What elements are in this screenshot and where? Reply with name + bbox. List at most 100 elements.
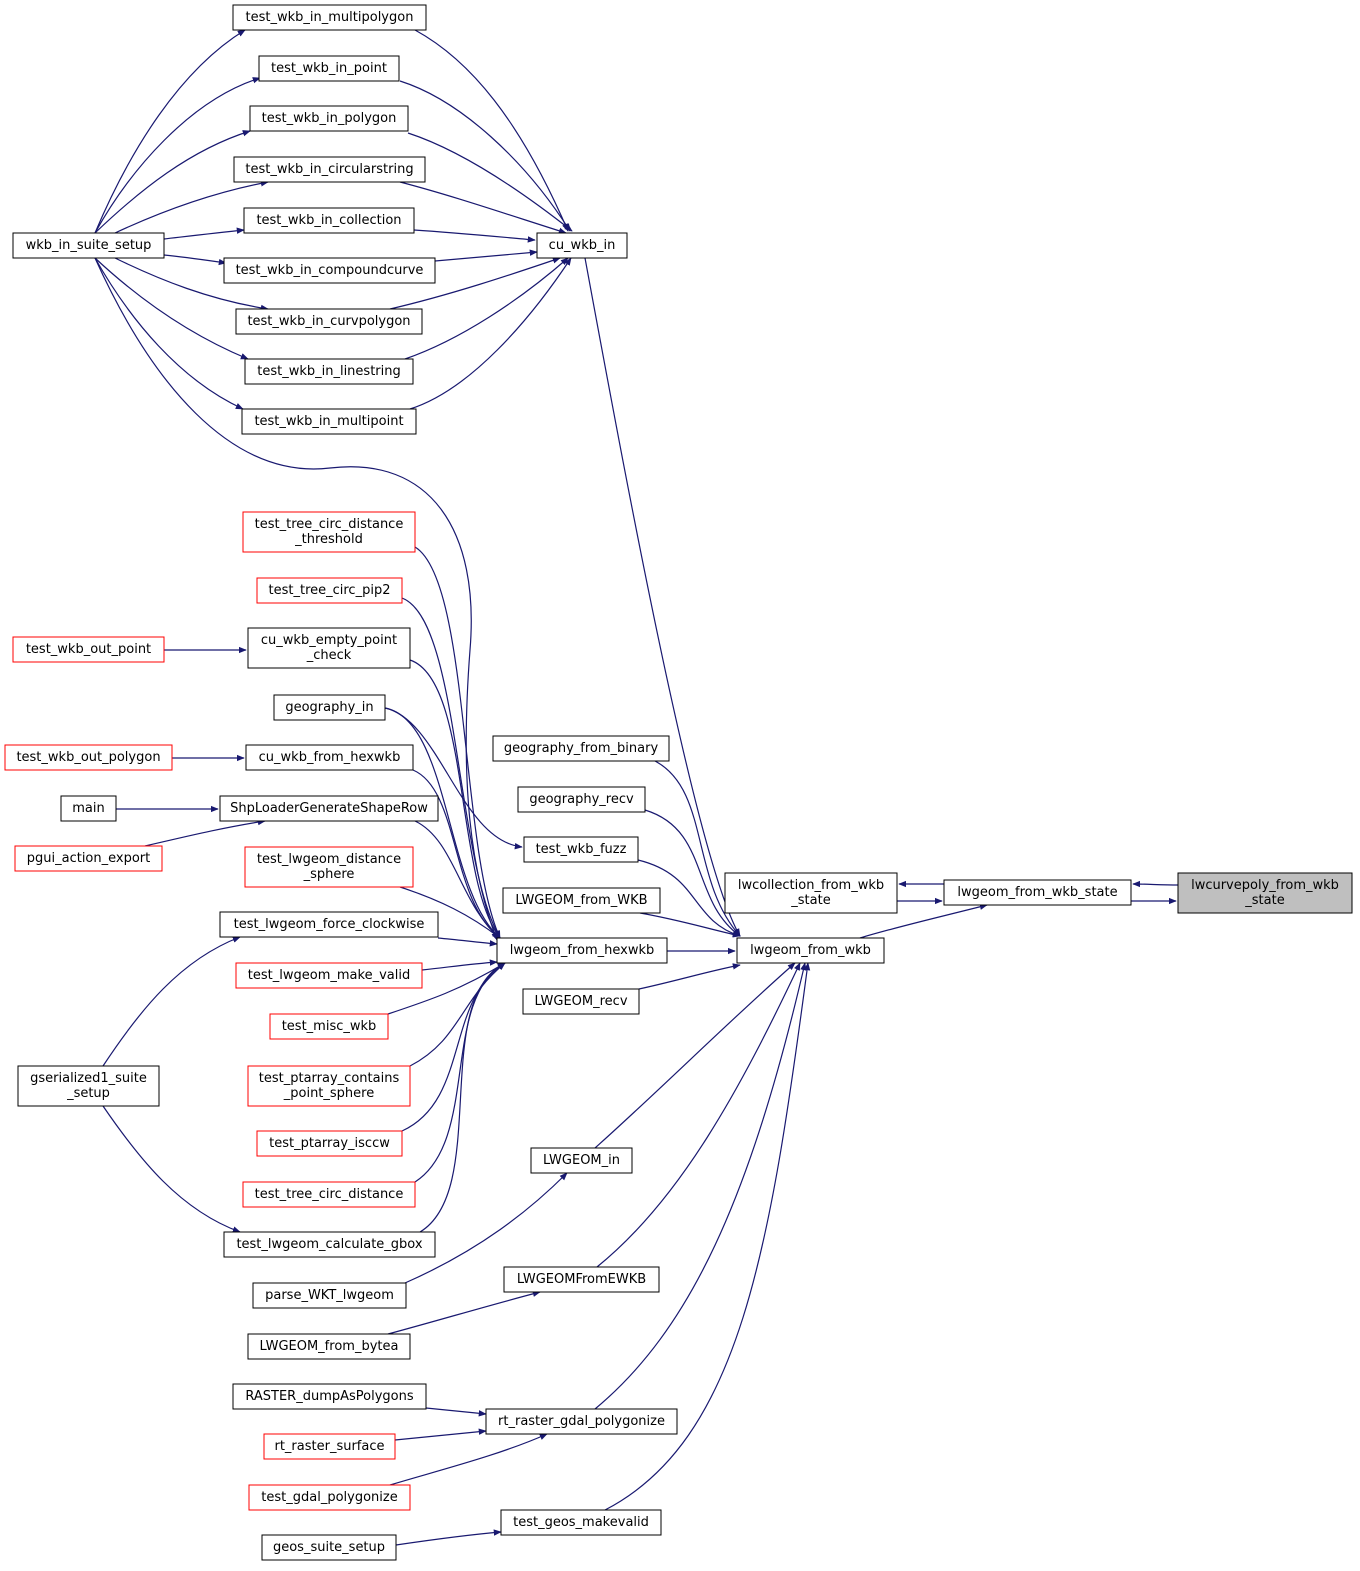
edge-n_make_valid-to-n_from_hexwkb [421,959,498,971]
node-rt-surface[interactable]: rt_raster_surface [263,1433,396,1460]
node-pip2[interactable]: test_tree_circ_pip2 [256,577,403,604]
node-geos-mv[interactable]: test_geos_makevalid [500,1509,662,1536]
node-box [943,879,1132,906]
node-t-collection[interactable]: test_wkb_in_collection [243,207,415,234]
node-box [242,511,416,553]
node-main[interactable]: main [60,795,117,822]
node-box [269,1013,389,1040]
node-calc-gbox[interactable]: test_lwgeom_calculate_gbox [223,1231,436,1258]
edge-n_pip2-to-n_from_hexwkb [401,597,501,939]
node-LW-in[interactable]: LWGEOM_in [530,1147,633,1174]
node-label: test_gdal_polygonize [261,1490,397,1505]
node-isccw[interactable]: test_ptarray_isccw [256,1130,403,1157]
node-state[interactable]: lwgeom_from_wkb_state [943,879,1132,906]
node-label: lwgeom_from_wkb_state [957,885,1117,900]
node-box [517,786,646,813]
edge-n_gser1-to-n_calc_gbox [102,1105,241,1233]
node-box [522,988,640,1015]
node-label: _setup [66,1086,110,1101]
node-box [536,232,628,259]
edge-n_suite_setup-to-n_t_circularstring [114,180,269,234]
node-label: test_wkb_in_polygon [262,111,397,126]
node-label: test_lwgeom_calculate_gbox [236,1237,422,1252]
node-label: pgui_action_export [27,851,150,866]
node-t-curvpolygon[interactable]: test_wkb_in_curvpolygon [235,308,423,335]
node-lwcurvepoly[interactable]: lwcurvepoly_from_wkb_state [1177,872,1353,914]
node-cuwkbin[interactable]: cu_wkb_in [536,232,628,259]
node-geography-in[interactable]: geography_in [273,694,386,721]
node-tree-thr[interactable]: test_tree_circ_distance_threshold [242,511,416,553]
node-label: _state [790,893,830,908]
edge-n_LW_recv-to-n_fromwkb [638,963,741,990]
node-pgui[interactable]: pgui_action_export [14,845,163,872]
node-box [223,257,436,284]
node-box [263,1433,396,1460]
node-t-linestring[interactable]: test_wkb_in_linestring [244,358,414,385]
node-dist-sphere[interactable]: test_lwgeom_distance_sphere [244,846,414,888]
node-force-cw[interactable]: test_lwgeom_force_clockwise [219,911,439,938]
node-label: test_wkb_in_linestring [257,364,401,379]
edge-n_tree_dist-to-n_from_hexwkb [414,962,506,1183]
node-rt-poly[interactable]: rt_raster_gdal_polygonize [485,1408,678,1435]
node-label: LWGEOM_from_bytea [260,1339,399,1354]
node-label: cu_wkb_in [549,238,616,253]
node-label: lwcurvepoly_from_wkb [1191,878,1339,893]
node-shploader[interactable]: ShpLoaderGenerateShapeRow [219,795,439,822]
node-make-valid[interactable]: test_lwgeom_make_valid [235,962,423,989]
node-raster-dump[interactable]: RASTER_dumpAsPolygons [232,1383,427,1410]
node-geog-binary[interactable]: geography_from_binary [492,735,670,762]
node-label: lwcollection_from_wkb [738,878,884,893]
node-box [242,1181,416,1208]
node-label: test_wkb_out_point [26,642,151,657]
edge-n_geography_in-to-n_from_hexwkb [384,707,501,939]
edge-n_suite_setup-to-n_t_multipoint [94,257,244,410]
edge-n_rt_poly-to-n_fromwkb [594,962,807,1410]
node-label: LWGEOM_in [543,1153,620,1168]
node-LW-from-wkb[interactable]: LWGEOM_from_WKB [502,887,661,914]
edge-n_t_circularstring-to-n_cuwkbin [399,181,567,234]
node-label: cu_wkb_from_hexwkb [259,750,401,765]
node-LW-recv[interactable]: LWGEOM_recv [522,988,640,1015]
node-t-multipolygon[interactable]: test_wkb_in_multipolygon [232,4,427,31]
node-from-hexwkb[interactable]: lwgeom_from_hexwkb [496,937,668,964]
node-geos-setup[interactable]: geos_suite_setup [261,1534,397,1561]
node-from-hexwkb-cu[interactable]: cu_wkb_from_hexwkb [245,744,414,771]
node-LW-fromewkb[interactable]: LWGEOMFromEWKB [503,1266,660,1293]
node-wkb-fuzz[interactable]: test_wkb_fuzz [523,836,639,863]
node-collection[interactable]: lwcollection_from_wkb_state [724,872,898,914]
node-t-polygon[interactable]: test_wkb_in_polygon [249,105,409,132]
node-box [14,845,163,872]
node-box [252,1282,407,1309]
node-gdal-poly[interactable]: test_gdal_polygonize [248,1484,411,1511]
node-suite-setup[interactable]: wkb_in_suite_setup [12,232,165,259]
node-label: _threshold [294,532,363,547]
node-fromwkb[interactable]: lwgeom_from_wkb [736,937,885,964]
node-ptarray-contains[interactable]: test_ptarray_contains_point_sphere [247,1065,411,1107]
node-misc-wkb[interactable]: test_misc_wkb [269,1013,389,1040]
node-label: LWGEOM_from_WKB [515,893,647,908]
node-label: test_wkb_in_point [271,61,387,76]
node-label: test_wkb_in_circularstring [245,162,413,177]
node-geog-recv[interactable]: geography_recv [517,786,646,813]
node-label: test_tree_circ_pip2 [269,583,391,598]
node-t-circularstring[interactable]: test_wkb_in_circularstring [233,156,426,183]
node-label: test_ptarray_isccw [269,1136,390,1151]
node-box [219,795,439,822]
node-label: gserialized1_suite [30,1071,147,1086]
node-box [4,744,173,771]
node-box [235,308,423,335]
node-tree-dist[interactable]: test_tree_circ_distance [242,1181,416,1208]
node-parse-wkt[interactable]: parse_WKT_lwgeom [252,1282,407,1309]
node-box [261,1534,397,1561]
node-out-point[interactable]: test_wkb_out_point [12,636,165,663]
node-t-compoundcurve[interactable]: test_wkb_in_compoundcurve [223,257,436,284]
node-empty-point[interactable]: cu_wkb_empty_point_check [247,627,411,669]
edge-n_t_collection-to-n_cuwkbin [413,229,536,243]
edge-n_rt_surface-to-n_rt_poly [394,1428,487,1441]
node-gser1[interactable]: gserialized1_suite_setup [17,1065,160,1107]
node-out-polygon[interactable]: test_wkb_out_polygon [4,744,173,771]
node-t-multipoint[interactable]: test_wkb_in_multipoint [241,408,417,435]
node-t-point[interactable]: test_wkb_in_point [258,55,400,82]
node-LW-from-bytea[interactable]: LWGEOM_from_bytea [247,1333,411,1360]
